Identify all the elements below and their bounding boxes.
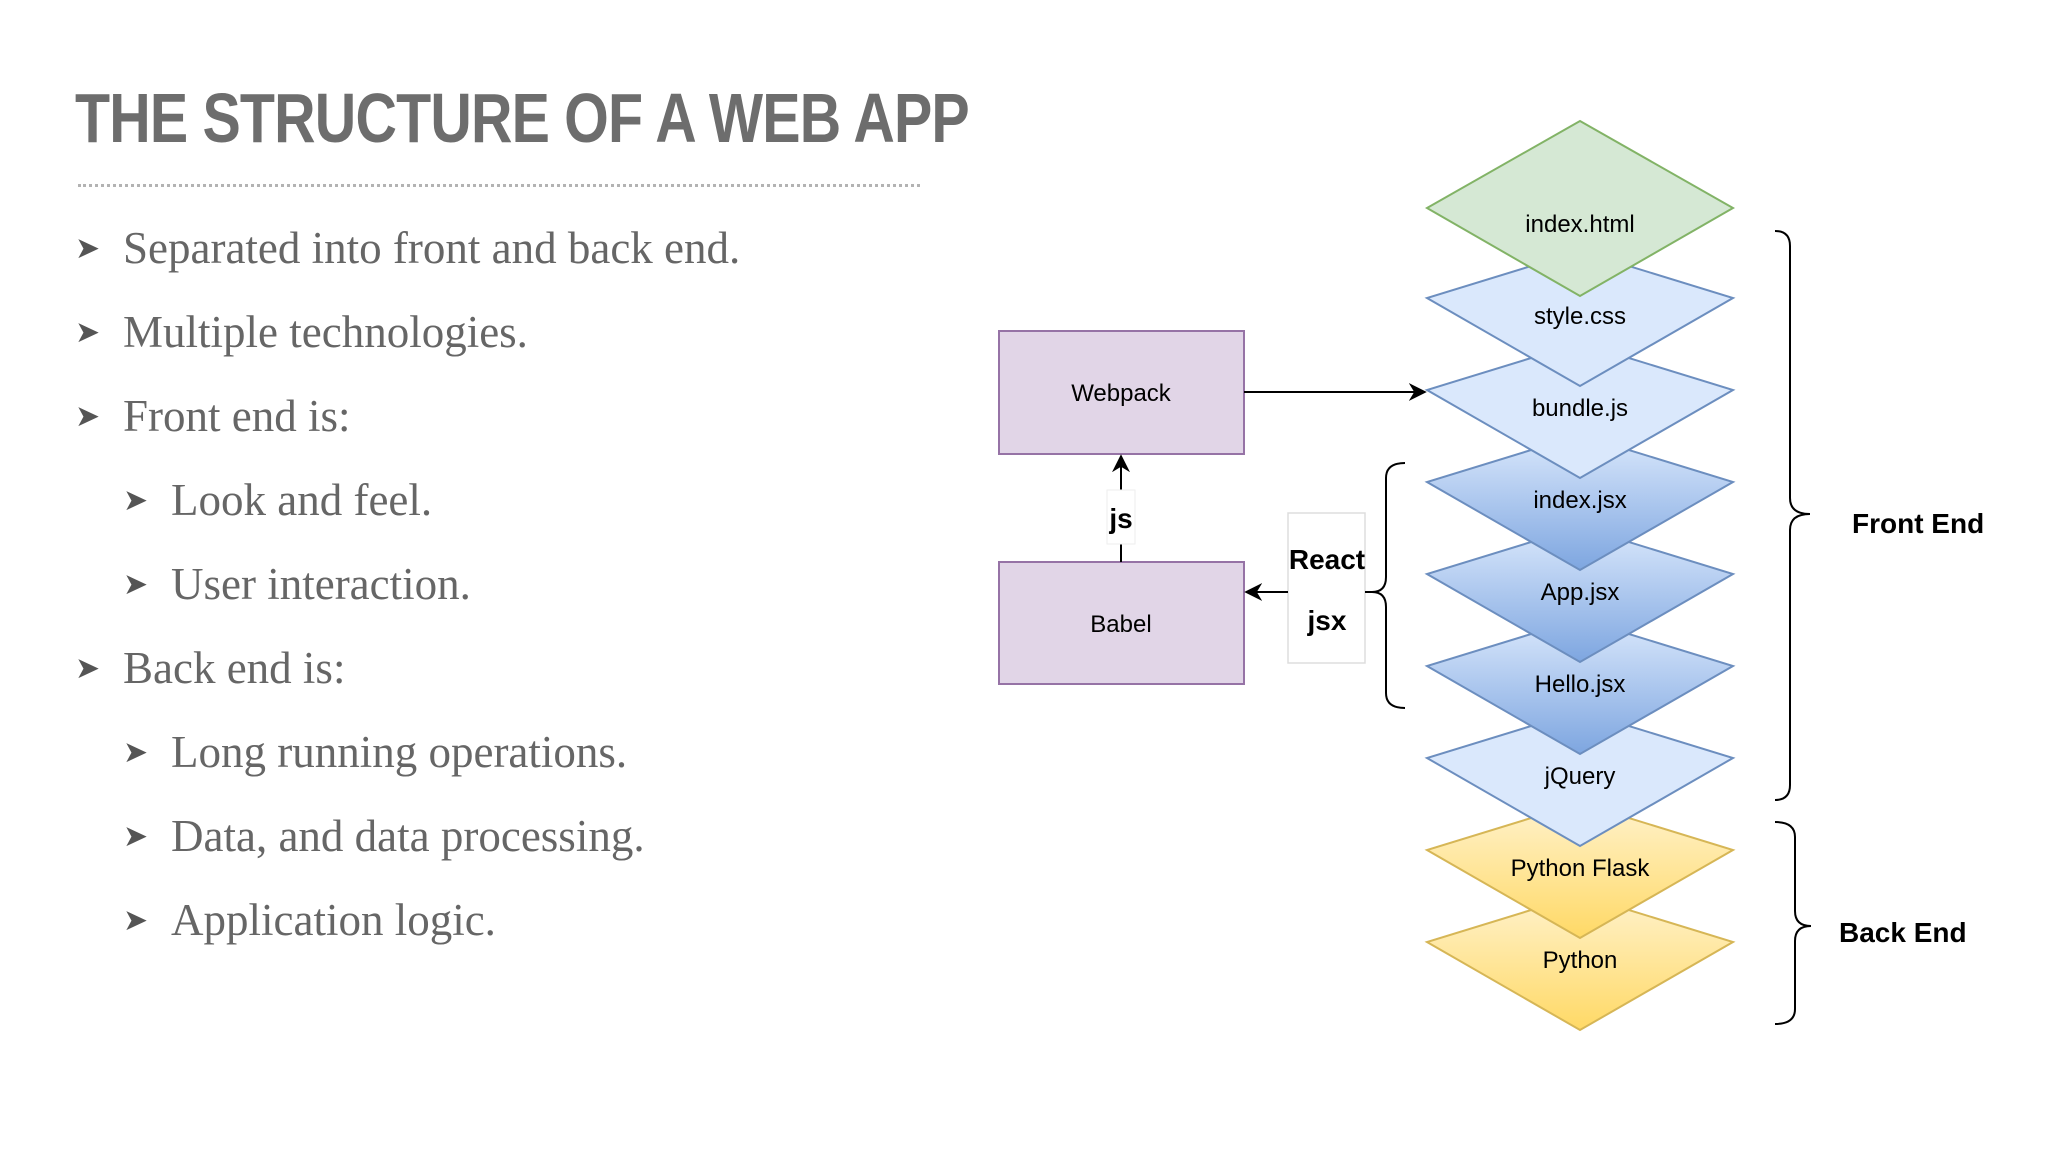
bullet-item: ➤ Multiple technologies. xyxy=(75,302,528,362)
bullet-arrow-icon: ➤ xyxy=(123,902,149,938)
bullet-item: ➤ Back end is: xyxy=(75,638,345,698)
js-label: js xyxy=(1108,503,1132,534)
layer-shape xyxy=(1424,893,1736,1032)
back-end-label: Back End xyxy=(1839,917,1967,948)
bullet-arrow-icon: ➤ xyxy=(123,566,149,602)
front-end-label: Front End xyxy=(1852,508,1984,539)
jsx-group-brace xyxy=(1371,462,1406,709)
layer-label: App.jsx xyxy=(1541,579,1620,606)
bullet-arrow-icon: ➤ xyxy=(75,230,101,266)
bullet-item: ➤ Separated into front and back end. xyxy=(75,218,740,278)
layer-label: index.html xyxy=(1525,211,1634,238)
layer-shape xyxy=(1424,801,1736,940)
bullet-text: Data, and data processing. xyxy=(171,811,645,861)
box-label: Babel xyxy=(1090,611,1151,638)
js-label-bg xyxy=(1106,489,1136,545)
layer-label: Python xyxy=(1543,947,1618,974)
layer-hello-jsx: Hello.jsx xyxy=(1424,617,1736,756)
layer-shape xyxy=(1424,433,1736,572)
bullet-arrow-icon: ➤ xyxy=(75,314,101,350)
layer-shape xyxy=(1424,249,1736,388)
sub-bullet-item: ➤ Application logic. xyxy=(123,890,496,950)
box-label: Webpack xyxy=(1071,380,1172,407)
layer-bundle-js: bundle.js xyxy=(1424,341,1736,480)
layer-label: index.jsx xyxy=(1533,487,1626,514)
sub-bullet-item: ➤ User interaction. xyxy=(123,554,471,614)
bullet-text: Multiple technologies. xyxy=(123,307,528,357)
layer-app-jsx: App.jsx xyxy=(1424,525,1736,664)
bullet-text: Application logic. xyxy=(171,895,496,945)
layer-shape xyxy=(1424,617,1736,756)
box-shape xyxy=(998,330,1245,455)
box-shape xyxy=(998,561,1245,685)
layer-label: bundle.js xyxy=(1532,395,1628,422)
layer-index-html: index.html xyxy=(1424,119,1736,298)
babel-box: Babel xyxy=(998,561,1245,685)
bullet-text: Front end is: xyxy=(123,391,351,441)
layer-python-flask: Python Flask xyxy=(1424,801,1736,940)
layer-label: jQuery xyxy=(1544,763,1616,790)
title-divider xyxy=(78,184,920,187)
layer-shape xyxy=(1424,525,1736,664)
bullet-text: Separated into front and back end. xyxy=(123,223,741,273)
sub-bullet-item: ➤ Long running operations. xyxy=(123,722,627,782)
bullet-arrow-icon: ➤ xyxy=(123,734,149,770)
bullet-text: Long running operations. xyxy=(171,727,628,777)
sub-bullet-item: ➤ Look and feel. xyxy=(123,470,432,530)
slide-title: THE STRUCTURE OF A WEB APP xyxy=(75,79,970,157)
react-label: React xyxy=(1289,544,1365,575)
layer-python: Python xyxy=(1424,893,1736,1032)
layer-label: style.css xyxy=(1534,303,1626,330)
layer-label: Python Flask xyxy=(1511,855,1651,882)
bullet-text: Back end is: xyxy=(123,643,346,693)
layer-shape xyxy=(1424,119,1736,298)
webpack-box: Webpack xyxy=(998,330,1245,455)
bullet-item: ➤ Front end is: xyxy=(75,386,351,446)
front-end-brace xyxy=(1774,230,1811,801)
sub-bullet-item: ➤ Data, and data processing. xyxy=(123,806,645,866)
layer-style-css: style.css xyxy=(1424,249,1736,388)
layer-jquery: jQuery xyxy=(1424,709,1736,848)
bullet-arrow-icon: ➤ xyxy=(75,650,101,686)
layer-shape xyxy=(1424,709,1736,848)
layer-index-jsx: index.jsx xyxy=(1424,433,1736,572)
jsx-label: jsx xyxy=(1307,605,1347,636)
react-jsx-label-box xyxy=(1287,512,1366,664)
bullet-arrow-icon: ➤ xyxy=(123,818,149,854)
layer-label: Hello.jsx xyxy=(1535,671,1626,698)
layer-shape xyxy=(1424,341,1736,480)
back-end-brace xyxy=(1774,821,1812,1025)
bullet-text: Look and feel. xyxy=(171,475,433,525)
bullet-arrow-icon: ➤ xyxy=(123,482,149,518)
bullet-text: User interaction. xyxy=(171,559,471,609)
bullet-arrow-icon: ➤ xyxy=(75,398,101,434)
